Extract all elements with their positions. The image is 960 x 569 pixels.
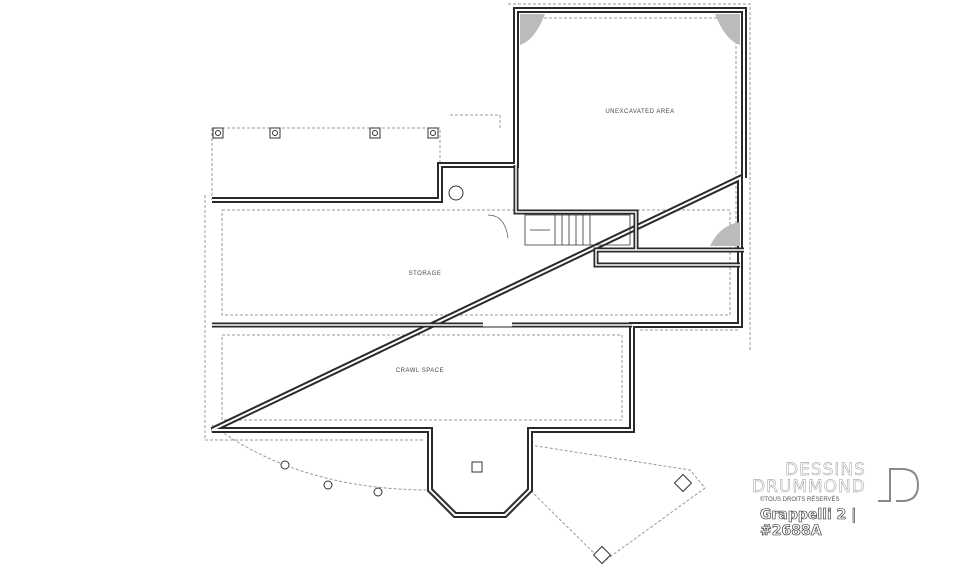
model-name: Grappelli 2 | #2688A bbox=[760, 507, 857, 540]
room-label-unexcavated: UNEXCAVATED AREA bbox=[605, 109, 674, 115]
corner-hatches bbox=[520, 14, 740, 246]
door-swing bbox=[487, 214, 509, 239]
curved-porch bbox=[211, 424, 431, 491]
room-label-storage: STORAGE bbox=[409, 271, 442, 277]
porch-posts bbox=[212, 127, 693, 565]
brand-line1: DESSINS bbox=[785, 460, 866, 480]
brand-line2: DRUMMOND bbox=[752, 477, 866, 497]
porch-outlines bbox=[204, 3, 751, 563]
staircase bbox=[524, 214, 631, 246]
branding-block: DESSINS DRUMMOND ©TOUS DROITS RÉSERVÉS G… bbox=[752, 460, 922, 540]
right-porch bbox=[529, 444, 706, 563]
outer-offset bbox=[204, 3, 751, 441]
room-label-crawl: CRAWL SPACE bbox=[396, 368, 444, 374]
top-steps bbox=[450, 114, 501, 128]
drummond-logo-icon bbox=[878, 468, 920, 502]
top-porch bbox=[211, 127, 441, 200]
walls bbox=[210, 7, 747, 518]
brand-copyright: ©TOUS DROITS RÉSERVÉS bbox=[760, 497, 840, 503]
